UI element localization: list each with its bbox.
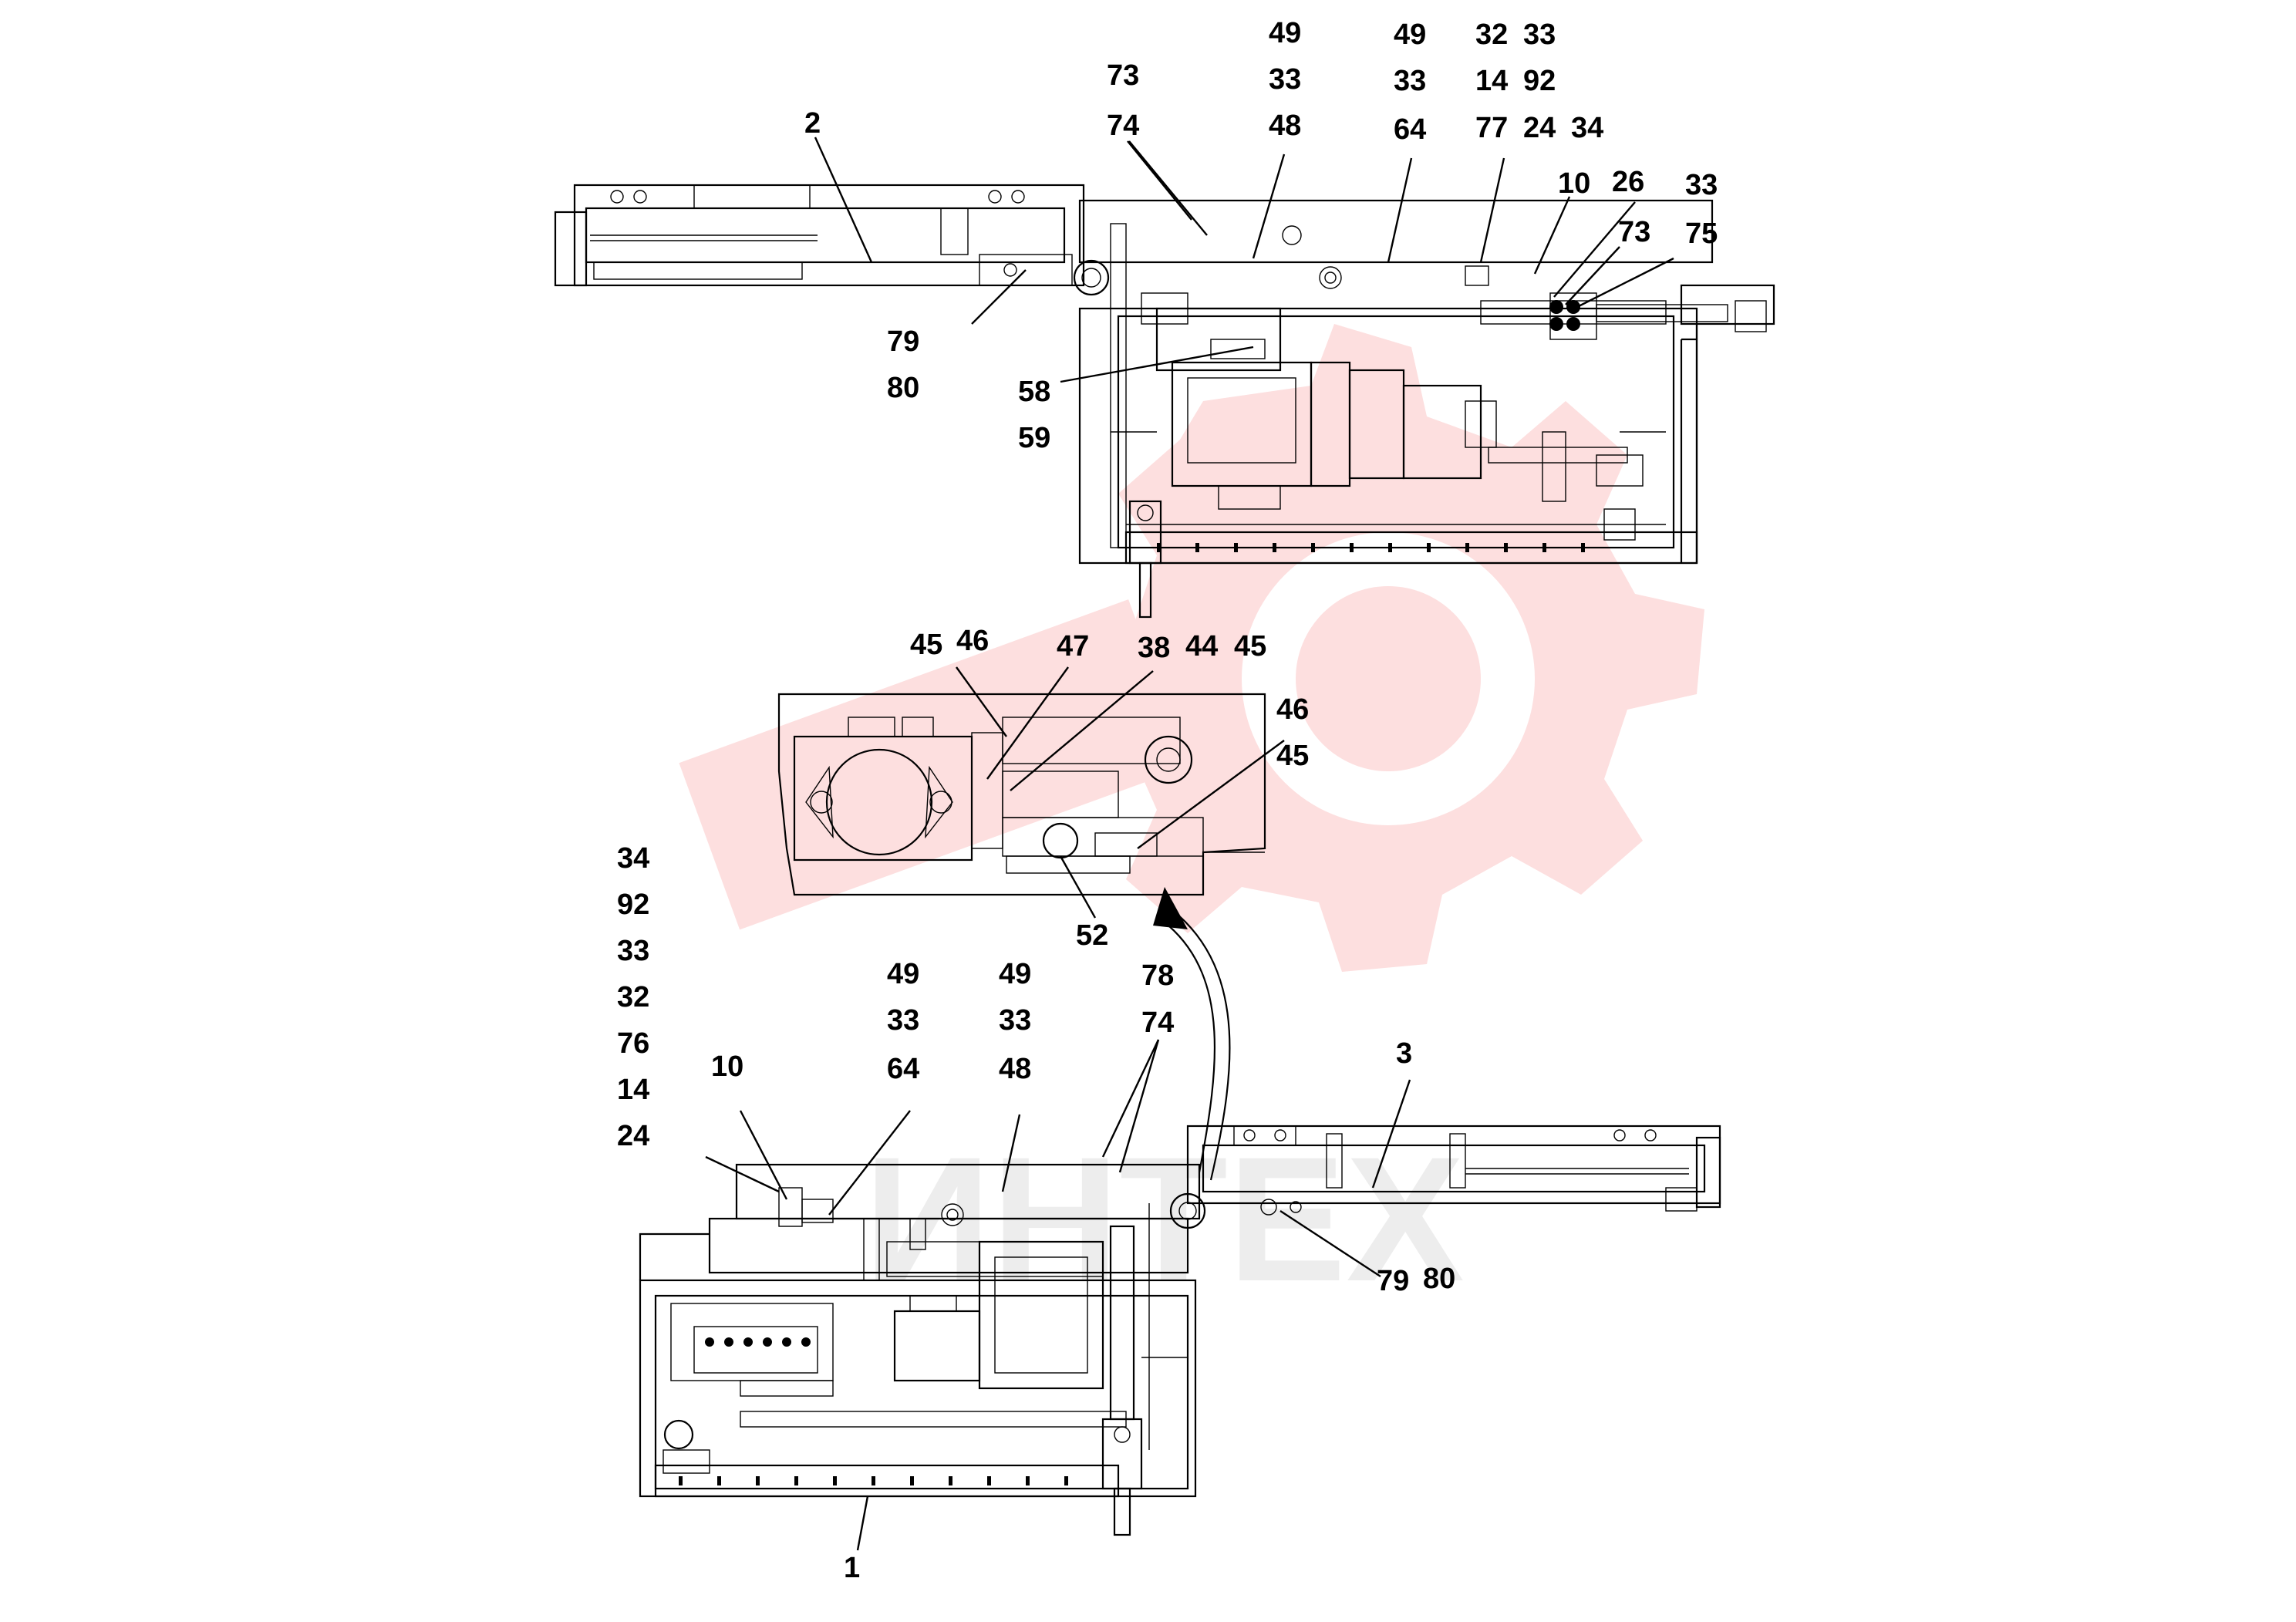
callout-label: 34 xyxy=(617,842,649,875)
callout-label: 48 xyxy=(999,1053,1031,1085)
detail-view xyxy=(777,693,1266,1181)
callout-label: 74 xyxy=(1141,1007,1174,1039)
callout-label: 78 xyxy=(1141,959,1174,992)
callout-label: 47 xyxy=(1057,630,1089,663)
callout-label: 73 xyxy=(1107,59,1139,92)
callout-label: 24 xyxy=(1523,112,1556,144)
callout-label: 76 xyxy=(617,1027,649,1060)
callout-label: 48 xyxy=(1269,110,1301,142)
valve-bank xyxy=(705,1337,811,1347)
callout-label: 33 xyxy=(1685,169,1718,201)
callout-label: 58 xyxy=(1018,376,1050,408)
callout-label: 79 xyxy=(887,325,919,358)
callout-label: 10 xyxy=(1558,167,1590,200)
callout-label: 33 xyxy=(1394,65,1426,97)
callout-label: 45 xyxy=(1234,630,1266,663)
callout-label: 24 xyxy=(617,1120,649,1152)
callout-label: 33 xyxy=(887,1004,919,1037)
callout-label: 32 xyxy=(1475,19,1508,51)
callout-label: 46 xyxy=(956,625,989,657)
callout-label: 73 xyxy=(1618,216,1650,248)
callout-label: 77 xyxy=(1475,112,1508,144)
callout-label: 33 xyxy=(1269,63,1301,96)
callout-label: 49 xyxy=(1269,17,1301,49)
callout-label: 32 xyxy=(617,981,649,1013)
callout-label: 75 xyxy=(1685,218,1718,250)
callout-label: 92 xyxy=(1523,65,1556,97)
top-assembly xyxy=(554,184,1775,619)
callout-label: 34 xyxy=(1571,112,1603,144)
callout-label: 14 xyxy=(1475,65,1508,97)
callout-label: 46 xyxy=(1276,693,1309,726)
callout-label: 80 xyxy=(887,372,919,404)
callout-label: 52 xyxy=(1076,919,1108,952)
callout-label: 45 xyxy=(1276,740,1309,772)
callout-label: 33 xyxy=(617,935,649,967)
callout-label: 14 xyxy=(617,1074,649,1106)
bolt-row xyxy=(1157,543,1585,552)
bolt-row-bottom xyxy=(679,1476,1068,1485)
callout-label: 26 xyxy=(1612,166,1644,198)
callout-label: 45 xyxy=(910,629,942,661)
callout-label: 79 xyxy=(1377,1265,1409,1297)
callout-labels: 49 33 48 49 33 64 32 33 14 92 77 24 34 7… xyxy=(617,17,1718,1584)
callout-label: 33 xyxy=(999,1004,1031,1037)
callout-label: 49 xyxy=(1394,19,1426,51)
callout-label: 64 xyxy=(1394,113,1426,146)
callout-label: 1 xyxy=(844,1552,860,1584)
callout-label: 33 xyxy=(1523,19,1556,51)
callout-label: 59 xyxy=(1018,422,1050,454)
callout-label: 74 xyxy=(1107,110,1139,142)
leader-lines xyxy=(705,137,1674,1551)
callout-label: 38 xyxy=(1138,632,1170,664)
callout-label: 49 xyxy=(999,958,1031,990)
callout-label: 3 xyxy=(1396,1037,1412,1070)
bottom-assembly xyxy=(639,1125,1721,1536)
callout-label: 44 xyxy=(1185,630,1218,663)
callout-label: 49 xyxy=(887,958,919,990)
callout-label: 92 xyxy=(617,889,649,921)
callout-label: 80 xyxy=(1423,1263,1455,1295)
callout-label: 2 xyxy=(804,107,821,140)
callout-label: 10 xyxy=(711,1050,743,1083)
callout-label: 64 xyxy=(887,1053,919,1085)
